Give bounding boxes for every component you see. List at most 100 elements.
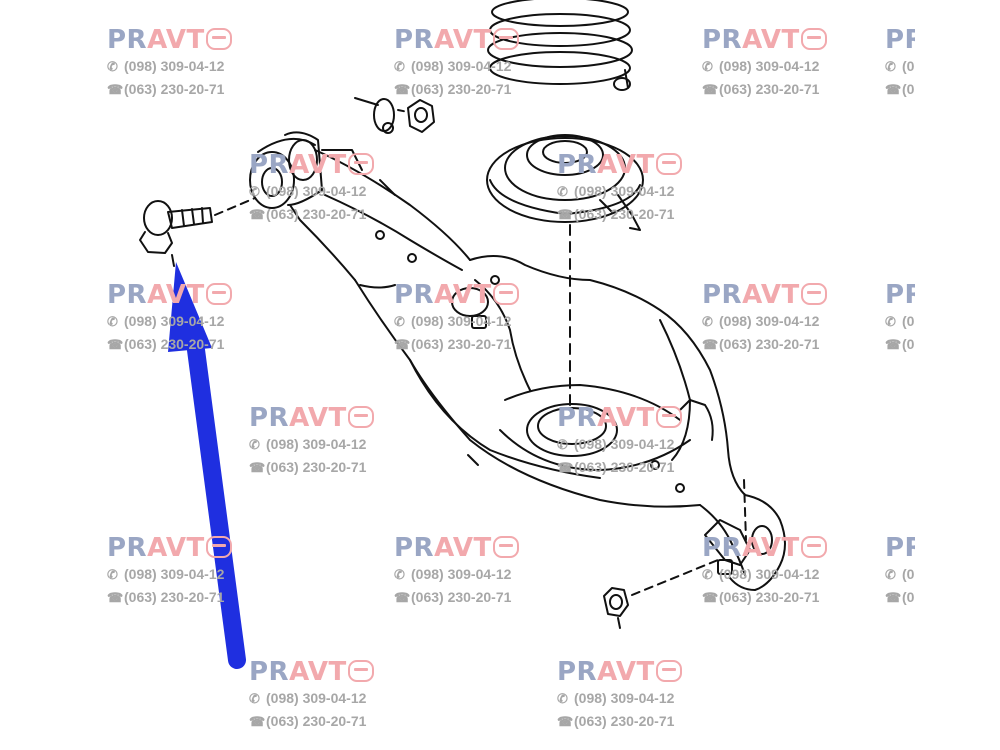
car-icon [492,536,519,558]
call-phone: ☎(063) 230-20-71 [394,78,544,101]
call-phone: ☎(063) 230-20-71 [885,333,915,356]
car-icon [800,536,827,558]
viber-icon: ✆ [557,437,568,452]
phone-icon: ☎ [557,207,574,222]
viber-icon: ✆ [107,59,118,74]
brand-logo: PRAVT [557,403,707,433]
viber-icon: ✆ [557,691,568,706]
brand-logo: PRAVT [702,533,852,563]
viber-icon: ✆ [249,184,260,199]
leader-line [354,97,379,106]
call-phone: ☎(063) 230-20-71 [702,333,852,356]
washer-top [373,98,395,134]
phone-icon: ☎ [557,714,574,729]
watermark: PRAVT ✆(098) 309-04-12 ☎(063) 230-20-71 [249,403,399,483]
brand-logo: PRAVT [249,657,399,687]
call-phone: ☎(063) 230-20-71 [702,78,852,101]
call-phone: ☎(063) 230-20-71 [557,456,707,479]
brand-logo: PRAVT [702,280,852,310]
watermark: PRAVT ✆(098) 309-04-12 ☎(063) 230-20-71 [394,280,544,360]
viber-icon: ✆ [702,567,713,582]
viber-icon: ✆ [249,437,260,452]
call-phone: ☎(063) 230-20-71 [249,710,399,733]
car-icon [800,28,827,50]
call-phone: ☎(063) 230-20-71 [557,710,707,733]
viber-icon: ✆ [885,314,896,329]
brand-logo: PRAVT [702,25,852,55]
phone-icon: ☎ [557,460,574,475]
nut-bottom [603,587,629,629]
car-icon [205,28,232,50]
watermark: PRAVT ✆(098) 309-04-12 ☎(063) 230-20-71 [885,25,915,105]
car-icon [347,153,374,175]
watermark: PRAVT ✆(098) 309-04-12 ☎(063) 230-20-71 [107,25,257,105]
phone-icon: ☎ [394,590,411,605]
viber-phone: ✆(098) 309-04-12 [885,563,915,586]
viber-phone: ✆(098) 309-04-12 [885,55,915,78]
viber-phone: ✆(098) 309-04-12 [249,687,399,710]
phone-icon: ☎ [107,590,124,605]
brand-logo: PRAVT [394,280,544,310]
watermark: PRAVT ✆(098) 309-04-12 ☎(063) 230-20-71 [394,25,544,105]
viber-phone: ✆(098) 309-04-12 [702,310,852,333]
car-icon [655,406,682,428]
brand-logo: PRAVT [394,25,544,55]
viber-phone: ✆(098) 309-04-12 [249,433,399,456]
call-phone: ☎(063) 230-20-71 [107,78,257,101]
viber-icon: ✆ [394,59,405,74]
phone-icon: ☎ [702,590,719,605]
watermark: PRAVT ✆(098) 309-04-12 ☎(063) 230-20-71 [249,150,399,230]
car-icon [655,153,682,175]
car-icon [655,660,682,682]
watermark: PRAVT ✆(098) 309-04-12 ☎(063) 230-20-71 [394,533,544,613]
viber-phone: ✆(098) 309-04-12 [107,310,257,333]
viber-phone: ✆(098) 309-04-12 [394,563,544,586]
car-icon [492,28,519,50]
brand-logo: PRAVT [394,533,544,563]
brand-logo: PRAVT [107,280,257,310]
viber-phone: ✆(098) 309-04-12 [702,563,852,586]
call-phone: ☎(063) 230-20-71 [249,456,399,479]
viber-icon: ✆ [394,567,405,582]
viber-phone: ✆(098) 309-04-12 [107,563,257,586]
viber-icon: ✆ [702,314,713,329]
call-phone: ☎(063) 230-20-71 [885,586,915,609]
watermark: PRAVT ✆(098) 309-04-12 ☎(063) 230-20-71 [557,403,707,483]
call-phone: ☎(063) 230-20-71 [394,586,544,609]
brand-logo: PRAVT [885,25,915,55]
viber-phone: ✆(098) 309-04-12 [885,310,915,333]
phone-icon: ☎ [885,337,902,352]
viber-phone: ✆(098) 309-04-12 [557,180,707,203]
viber-icon: ✆ [557,184,568,199]
phone-icon: ☎ [885,590,902,605]
coil-spring [487,0,633,91]
car-icon [347,660,374,682]
phone-icon: ☎ [249,714,266,729]
watermark: PRAVT ✆(098) 309-04-12 ☎(063) 230-20-71 [557,150,707,230]
brand-logo: PRAVT [107,25,257,55]
phone-icon: ☎ [249,460,266,475]
brand-logo: PRAVT [557,657,707,687]
phone-icon: ☎ [702,82,719,97]
viber-phone: ✆(098) 309-04-12 [394,310,544,333]
viber-phone: ✆(098) 309-04-12 [394,55,544,78]
phone-icon: ☎ [394,337,411,352]
car-icon [205,283,232,305]
viber-icon: ✆ [107,314,118,329]
watermark: PRAVT ✆(098) 309-04-12 ☎(063) 230-20-71 [557,657,707,737]
lower-control-arm [249,131,786,591]
viber-icon: ✆ [702,59,713,74]
brand-logo: PRAVT [249,403,399,433]
call-phone: ☎(063) 230-20-71 [394,333,544,356]
viber-phone: ✆(098) 309-04-12 [557,687,707,710]
phone-icon: ☎ [107,82,124,97]
car-icon [492,283,519,305]
watermark: PRAVT ✆(098) 309-04-12 ☎(063) 230-20-71 [702,280,852,360]
nut-top [407,99,435,133]
brand-logo: PRAVT [107,533,257,563]
viber-phone: ✆(098) 309-04-12 [702,55,852,78]
brand-logo: PRAVT [557,150,707,180]
call-phone: ☎(063) 230-20-71 [885,78,915,101]
viber-icon: ✆ [107,567,118,582]
watermark: PRAVT ✆(098) 309-04-12 ☎(063) 230-20-71 [249,657,399,737]
